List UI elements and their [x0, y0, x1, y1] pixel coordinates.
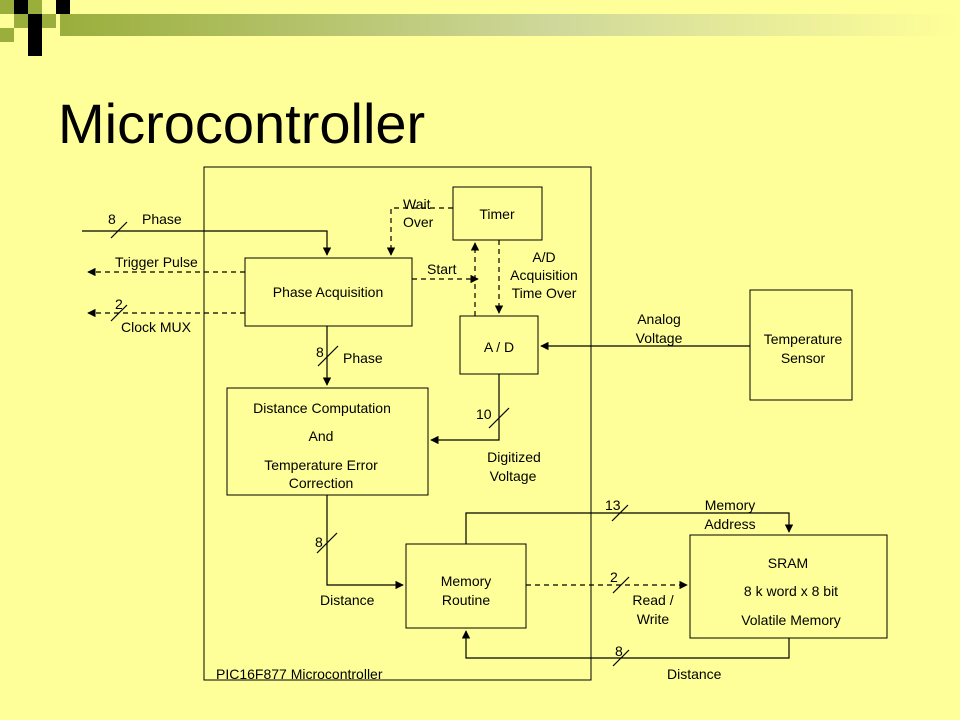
- svg-text:Distance: Distance: [667, 666, 722, 682]
- ad-acquisition-time-signal: A/D Acquisition Time Over: [470, 240, 578, 316]
- trigger-pulse-signal: Trigger Pulse: [87, 254, 245, 277]
- distance-back-signal: 8 Distance: [461, 630, 790, 682]
- phase-input-signal: 8 Phase: [82, 211, 332, 256]
- svg-text:2: 2: [610, 569, 618, 585]
- memory-routine-line2: Routine: [442, 592, 490, 608]
- svg-text:2: 2: [115, 296, 123, 312]
- svg-text:Acquisition: Acquisition: [510, 267, 578, 283]
- timer-label: Timer: [479, 206, 515, 222]
- svg-text:Phase: Phase: [343, 350, 383, 366]
- distance-computation-block: [226, 387, 429, 496]
- distance-internal-signal: 8 Distance: [315, 495, 404, 608]
- svg-text:8: 8: [315, 534, 323, 550]
- header-decoration: [0, 0, 960, 56]
- distance-computation-line4: Correction: [289, 475, 354, 491]
- svg-text:Clock MUX: Clock MUX: [121, 319, 192, 335]
- microcontroller-label: PIC16F877 Microcontroller: [216, 666, 383, 682]
- memory-routine-line1: Memory: [441, 573, 492, 589]
- svg-text:10: 10: [476, 406, 492, 422]
- svg-text:Write: Write: [637, 611, 670, 627]
- ad-converter-block: [459, 315, 539, 375]
- svg-text:Time Over: Time Over: [512, 285, 577, 301]
- svg-text:Wait: Wait: [403, 196, 431, 212]
- svg-text:8: 8: [108, 211, 116, 227]
- digitized-voltage-signal: 10 Digitized Voltage: [430, 374, 541, 484]
- wait-over-signal: Wait Over: [386, 196, 453, 256]
- distance-computation-line3: Temperature Error: [264, 457, 378, 473]
- read-write-signal: 2 Read / Write: [526, 569, 688, 627]
- svg-text:Address: Address: [704, 516, 755, 532]
- distance-computation-line1: Distance Computation: [253, 400, 391, 416]
- svg-text:Digitized: Digitized: [487, 449, 541, 465]
- phase-internal-signal: 8 Phase: [316, 326, 383, 386]
- svg-text:Voltage: Voltage: [490, 468, 537, 484]
- sram-line3: Volatile Memory: [741, 612, 841, 628]
- start-signal: Start: [412, 261, 479, 284]
- svg-text:Trigger Pulse: Trigger Pulse: [115, 254, 198, 270]
- temperature-sensor-block: [749, 289, 853, 401]
- svg-text:8: 8: [316, 344, 324, 360]
- sram-block: [689, 534, 888, 639]
- phase-acquisition-block: [244, 257, 413, 327]
- temperature-sensor-line1: Temperature: [764, 331, 843, 347]
- svg-text:Phase: Phase: [142, 211, 182, 227]
- clock-mux-signal: 2 Clock MUX: [87, 296, 245, 335]
- svg-text:Distance: Distance: [320, 592, 375, 608]
- memory-address-signal: 13 Memory Address: [465, 497, 794, 544]
- svg-text:Analog: Analog: [637, 311, 681, 327]
- svg-text:A/D: A/D: [532, 249, 555, 265]
- distance-computation-line2: And: [309, 428, 334, 444]
- phase-acquisition-label: Phase Acquisition: [273, 284, 384, 300]
- sram-line1: SRAM: [768, 555, 808, 571]
- svg-text:Voltage: Voltage: [636, 330, 683, 346]
- svg-text:Memory: Memory: [705, 497, 756, 513]
- svg-text:8: 8: [615, 643, 623, 659]
- svg-text:Over: Over: [403, 214, 434, 230]
- temperature-sensor-line2: Sensor: [781, 350, 826, 366]
- svg-text:Start: Start: [427, 261, 457, 277]
- svg-text:Read /: Read /: [632, 592, 673, 608]
- analog-voltage-signal: Analog Voltage: [540, 311, 750, 351]
- ad-converter-label: A / D: [484, 339, 514, 355]
- slide-title: Microcontroller: [58, 92, 425, 155]
- timer-block: [452, 186, 543, 241]
- sram-line2: 8 k word x 8 bit: [744, 583, 838, 599]
- svg-text:13: 13: [605, 497, 621, 513]
- memory-routine-block: [405, 543, 527, 629]
